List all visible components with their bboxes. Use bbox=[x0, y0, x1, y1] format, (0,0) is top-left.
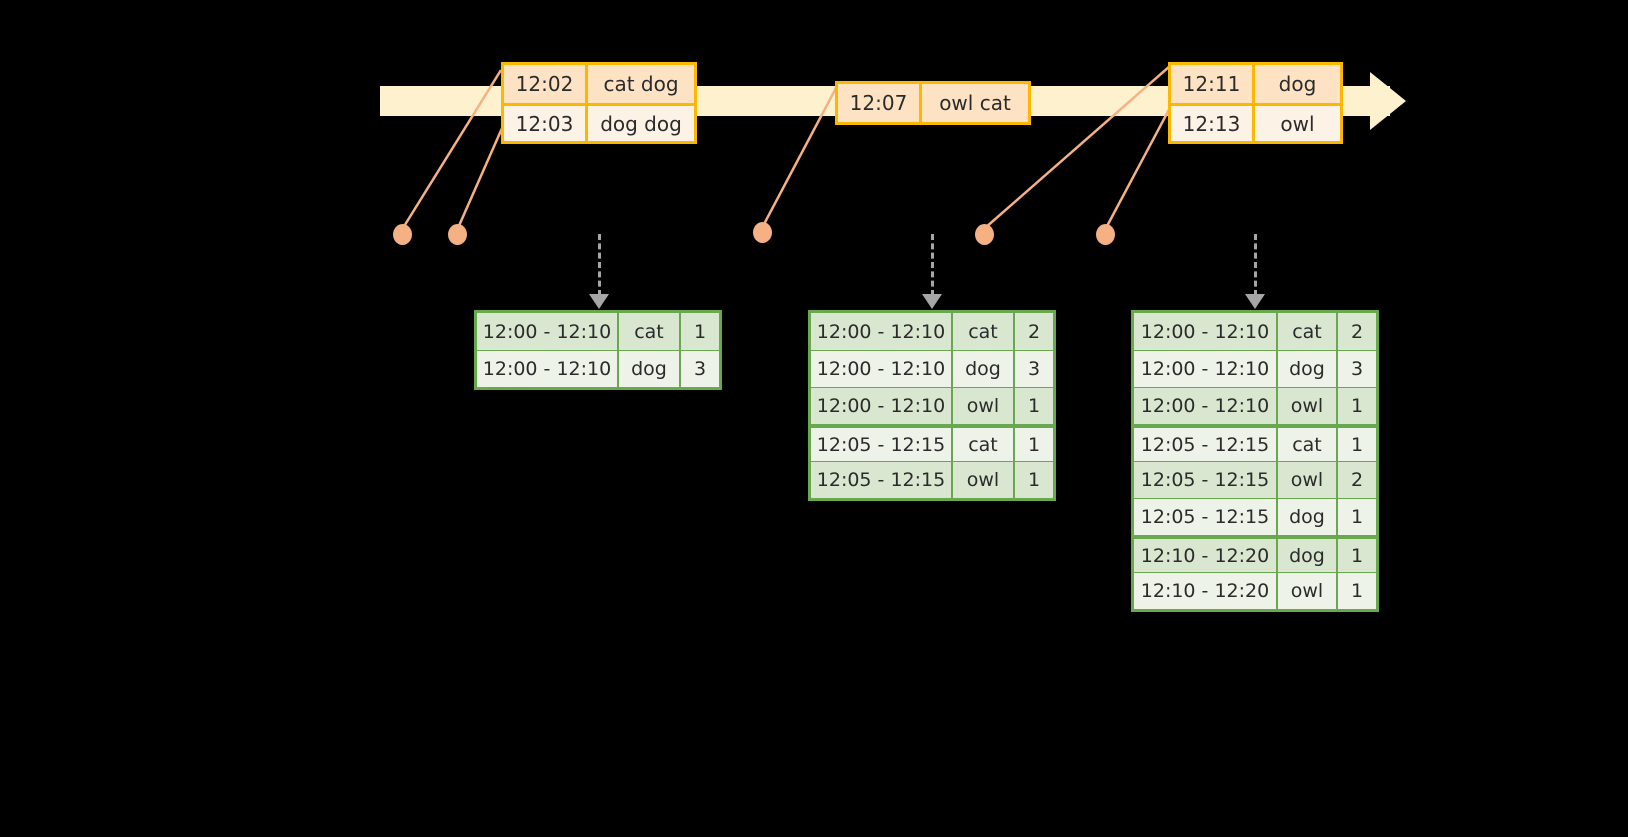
count-cell: 1 bbox=[1015, 428, 1053, 461]
window-cell: 12:00 - 12:10 bbox=[811, 313, 953, 350]
count-cell: 1 bbox=[1338, 539, 1376, 572]
count-cell: 1 bbox=[1338, 499, 1376, 535]
count-cell: 2 bbox=[1338, 313, 1376, 350]
key-cell: owl bbox=[1278, 462, 1338, 498]
flow-arrow-head-2 bbox=[922, 294, 942, 309]
event-time: 12:03 bbox=[504, 106, 588, 141]
event-time: 12:02 bbox=[504, 65, 588, 103]
key-cell: owl bbox=[953, 462, 1015, 498]
event-box-2: 12:07 owl cat bbox=[835, 81, 1031, 125]
window-cell: 12:10 - 12:20 bbox=[1134, 539, 1278, 572]
count-cell: 1 bbox=[1338, 428, 1376, 461]
key-cell: owl bbox=[1278, 573, 1338, 609]
count-cell: 2 bbox=[1015, 313, 1053, 350]
count-cell: 3 bbox=[1338, 351, 1376, 387]
count-cell: 1 bbox=[1338, 388, 1376, 424]
event-value: dog dog bbox=[588, 106, 694, 141]
flow-arrow-head-3 bbox=[1245, 294, 1265, 309]
event-time: 12:11 bbox=[1171, 65, 1255, 103]
event-box-1: 12:02 cat dog 12:03 dog dog bbox=[501, 62, 697, 144]
event-value: cat dog bbox=[588, 65, 694, 103]
event-row: 12:07 owl cat bbox=[838, 84, 1028, 122]
event-row: 12:13 owl bbox=[1171, 103, 1340, 141]
key-cell: cat bbox=[1278, 313, 1338, 350]
window-cell: 12:10 - 12:20 bbox=[1134, 573, 1278, 609]
event-dot-4 bbox=[975, 224, 994, 245]
count-cell: 1 bbox=[681, 313, 719, 350]
key-cell: owl bbox=[1278, 388, 1338, 424]
timeline-arrowhead-icon bbox=[1370, 72, 1406, 130]
count-cell: 2 bbox=[1338, 462, 1376, 498]
window-cell: 12:00 - 12:10 bbox=[811, 351, 953, 387]
count-cell: 1 bbox=[1338, 573, 1376, 609]
event-row: 12:11 dog bbox=[1171, 65, 1340, 103]
key-cell: dog bbox=[1278, 499, 1338, 535]
window-cell: 12:00 - 12:10 bbox=[1134, 313, 1278, 350]
window-cell: 12:00 - 12:10 bbox=[477, 351, 619, 387]
window-cell: 12:00 - 12:10 bbox=[477, 313, 619, 350]
event-time: 12:13 bbox=[1171, 106, 1255, 141]
event-row: 12:03 dog dog bbox=[504, 103, 694, 141]
event-value: dog bbox=[1255, 65, 1340, 103]
key-cell: cat bbox=[619, 313, 681, 350]
key-cell: dog bbox=[1278, 351, 1338, 387]
key-cell: cat bbox=[953, 428, 1015, 461]
key-cell: dog bbox=[953, 351, 1015, 387]
window-cell: 12:05 - 12:15 bbox=[1134, 428, 1278, 461]
count-cell: 3 bbox=[681, 351, 719, 387]
flow-arrow-line-1 bbox=[598, 234, 601, 296]
window-cell: 12:00 - 12:10 bbox=[811, 388, 953, 424]
event-dot-1 bbox=[393, 224, 412, 245]
count-cell: 1 bbox=[1015, 388, 1053, 424]
window-cell: 12:00 - 12:10 bbox=[1134, 351, 1278, 387]
event-box-3: 12:11 dog 12:13 owl bbox=[1168, 62, 1343, 144]
event-value: owl cat bbox=[922, 84, 1028, 122]
key-cell: cat bbox=[953, 313, 1015, 350]
event-dot-5 bbox=[1096, 224, 1115, 245]
event-value: owl bbox=[1255, 106, 1340, 141]
event-row: 12:02 cat dog bbox=[504, 65, 694, 103]
event-dot-2 bbox=[448, 224, 467, 245]
key-cell: cat bbox=[1278, 428, 1338, 461]
count-cell: 1 bbox=[1015, 462, 1053, 498]
window-cell: 12:05 - 12:15 bbox=[1134, 499, 1278, 535]
flow-arrow-head-1 bbox=[589, 294, 609, 309]
count-cell: 3 bbox=[1015, 351, 1053, 387]
window-cell: 12:05 - 12:15 bbox=[811, 428, 953, 461]
flow-arrow-line-3 bbox=[1254, 234, 1257, 296]
key-cell: owl bbox=[953, 388, 1015, 424]
key-cell: dog bbox=[619, 351, 681, 387]
key-cell: dog bbox=[1278, 539, 1338, 572]
window-cell: 12:05 - 12:15 bbox=[1134, 462, 1278, 498]
event-time: 12:07 bbox=[838, 84, 922, 122]
window-cell: 12:05 - 12:15 bbox=[811, 462, 953, 498]
flow-arrow-line-2 bbox=[931, 234, 934, 296]
window-cell: 12:00 - 12:10 bbox=[1134, 388, 1278, 424]
event-dot-3 bbox=[753, 222, 772, 243]
